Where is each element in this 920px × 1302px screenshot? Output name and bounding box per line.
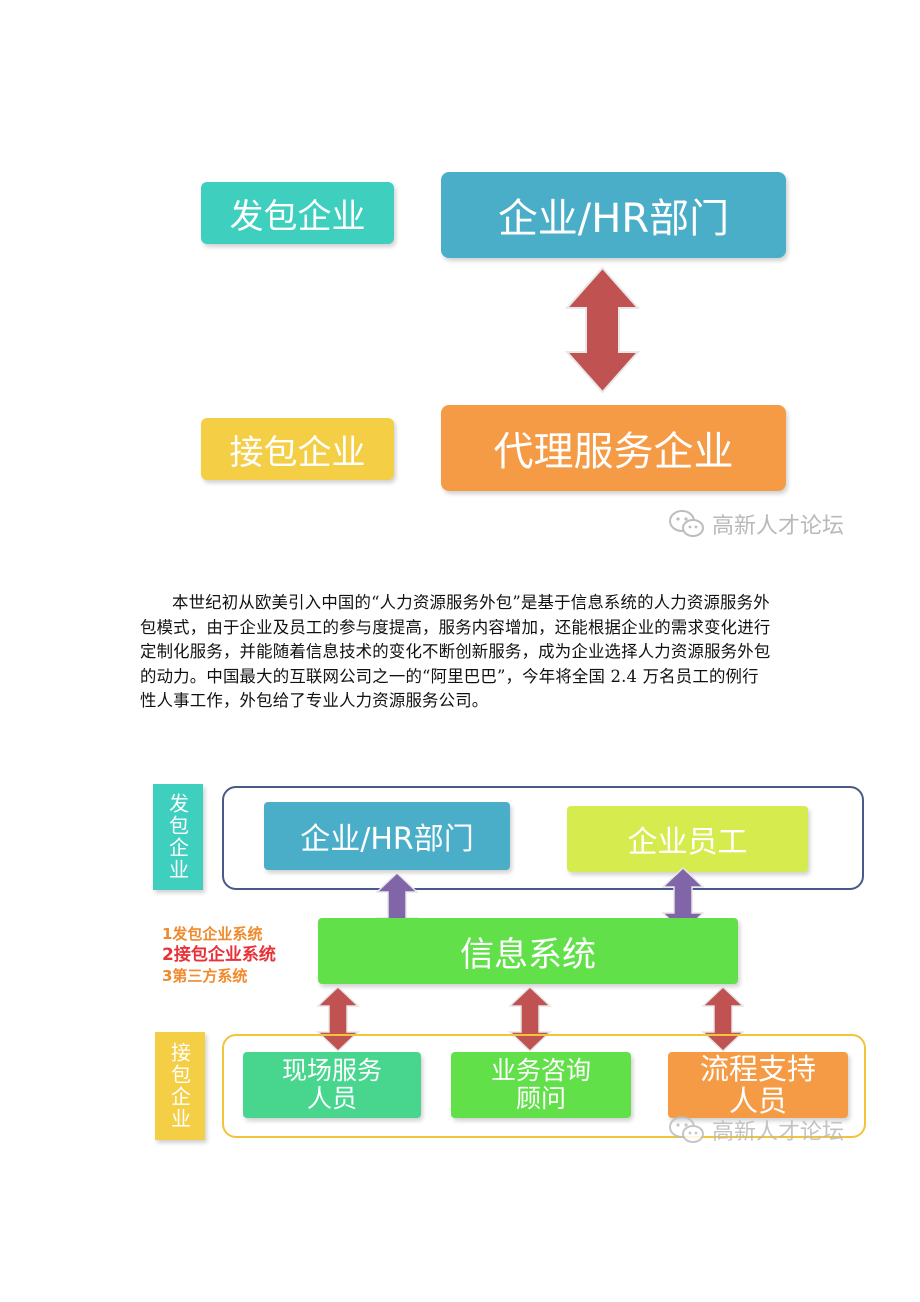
double-arrow-icon [565, 266, 640, 394]
wechat-icon [669, 1116, 704, 1143]
watermark: 高新人才论坛 [668, 508, 844, 540]
hr-department-box: 企业/HR部门 [264, 802, 510, 870]
wechat-icon [669, 510, 704, 537]
information-system-box: 信息系统 [318, 918, 738, 984]
contractor-enterprise-label: 接包企业 [201, 418, 394, 480]
watermark: 高新人才论坛 [668, 1114, 844, 1146]
outsourcing-container [222, 786, 864, 890]
process-support-staff-box: 流程支持人员 [668, 1052, 848, 1118]
outsourcing-enterprise-side-label: 发包企业 [153, 784, 203, 890]
hr-department-box: 企业/HR部门 [441, 172, 786, 258]
onsite-service-staff-box: 现场服务人员 [243, 1052, 421, 1118]
agency-service-enterprise-box: 代理服务企业 [441, 405, 786, 491]
contractor-enterprise-side-label: 接包企业 [155, 1032, 205, 1140]
outsourcing-enterprise-label: 发包企业 [201, 182, 394, 244]
employees-box: 企业员工 [567, 806, 808, 872]
contractor-container [222, 1034, 866, 1138]
business-consultant-box: 业务咨询顾问 [451, 1052, 631, 1118]
system-legend: 1发包企业系统 2接包企业系统 3第三方系统 [162, 925, 276, 985]
body-paragraph: 本世纪初从欧美引入中国的“人力资源服务外包”是基于信息系统的人力资源服务外包模式… [140, 593, 771, 710]
